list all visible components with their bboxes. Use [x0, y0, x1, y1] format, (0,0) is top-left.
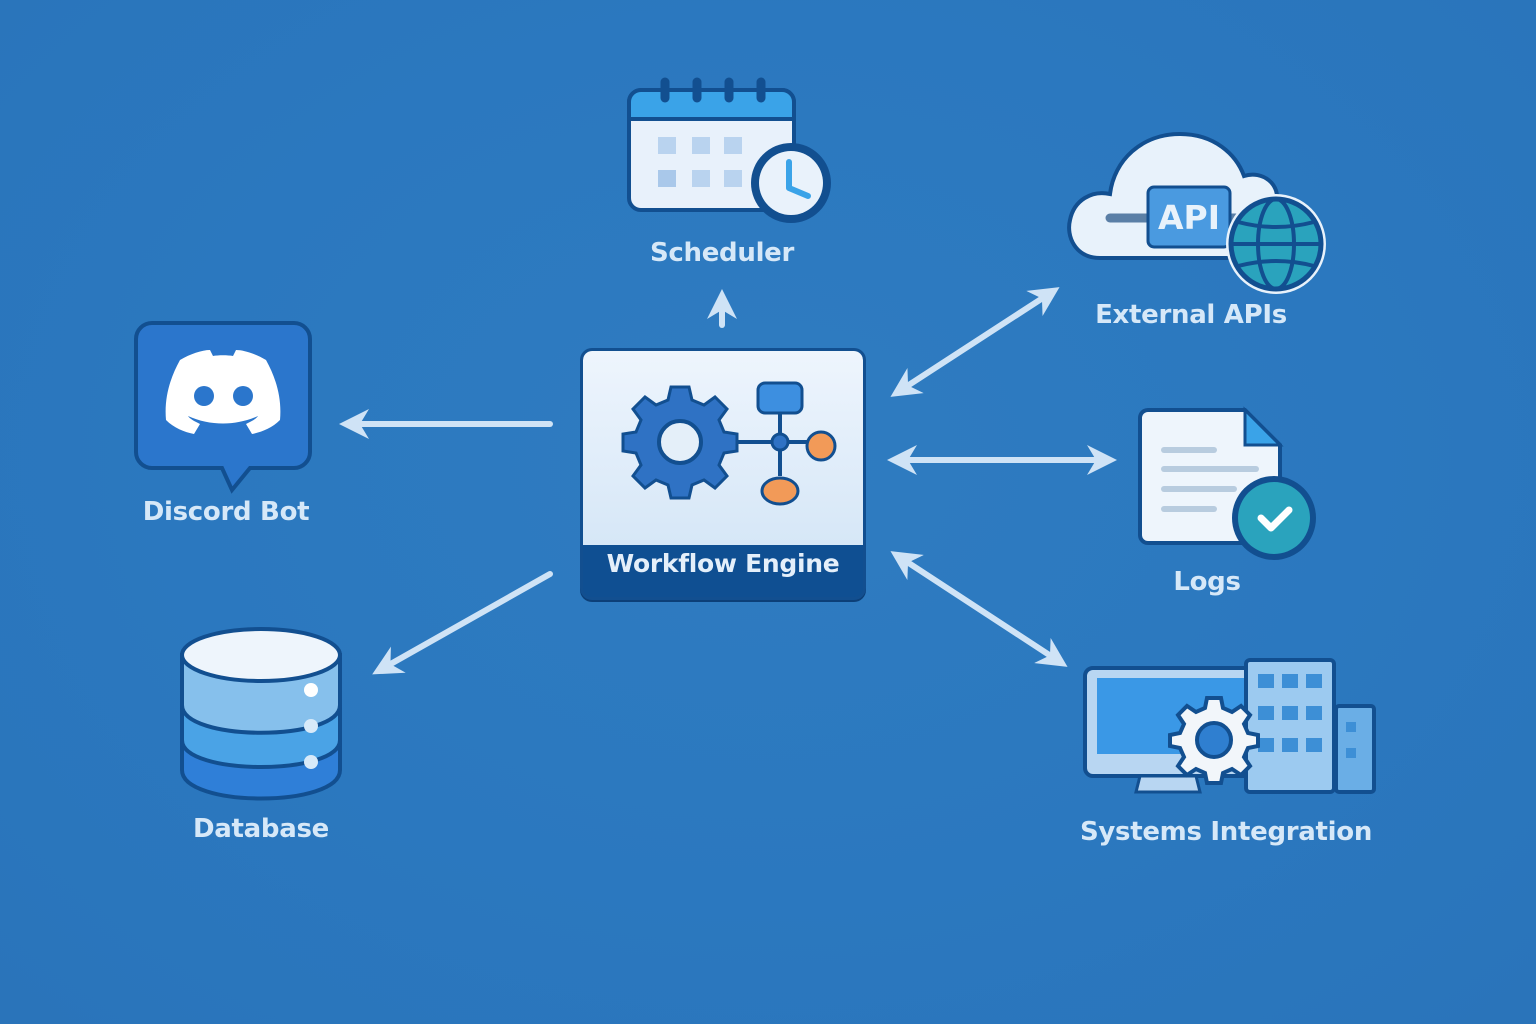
discord-bot-label: Discord Bot [142, 497, 310, 527]
arrow-systems-integration [890, 551, 1068, 667]
gear-workflow-icon [621, 381, 837, 506]
arrow-external-apis [890, 287, 1060, 397]
arrow-to-database [372, 571, 553, 675]
database-label: Database [193, 814, 329, 844]
scheduler-label: Scheduler [649, 238, 795, 268]
workflow-engine-label: Workflow Engine [606, 549, 840, 578]
logs-label: Logs [1173, 567, 1241, 597]
systems-integration-label: Systems Integration [1079, 817, 1373, 847]
external-apis-label: External APIs [1095, 300, 1287, 330]
workflow-engine-node[interactable]: Workflow Engine [580, 348, 866, 600]
